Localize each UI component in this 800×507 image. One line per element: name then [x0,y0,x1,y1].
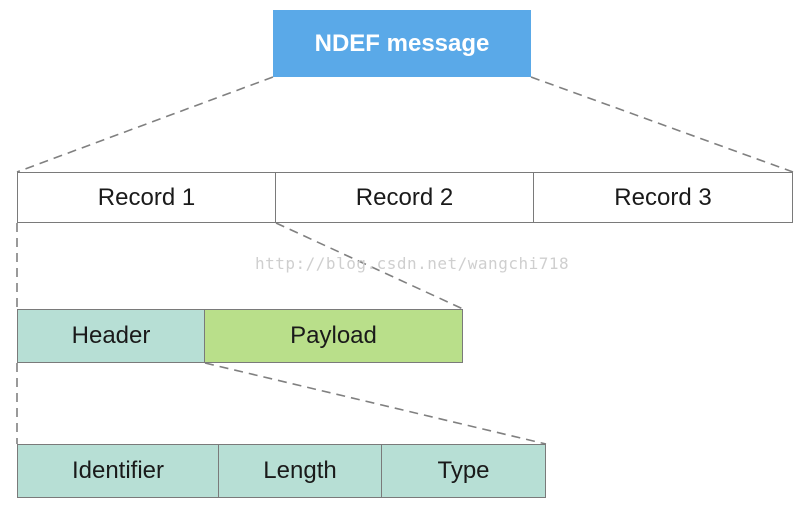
ndef-message-label: NDEF message [314,29,490,57]
type-field-box: Type [381,444,546,498]
record-1-box: Record 1 [17,172,276,223]
ndef-message-box: NDEF message [273,10,531,77]
record-3-box: Record 3 [533,172,793,223]
length-field-box: Length [218,444,382,498]
identifier-label: Identifier [71,457,165,484]
length-label: Length [263,457,337,484]
record-2-label: Record 2 [355,183,454,211]
type-label: Type [437,457,490,484]
identifier-field-box: Identifier [17,444,219,498]
record-1-label: Record 1 [97,183,196,211]
watermark-text: http://blog.csdn.net/wangchi718 [255,254,570,273]
payload-box: Payload [204,309,463,363]
message-to-records-left-connector [16,76,274,173]
message-to-records-right-connector [530,76,794,173]
payload-label: Payload [290,322,377,349]
record-3-label: Record 3 [614,183,712,211]
header-box: Header [17,309,205,363]
header-to-fields-right-connector [204,362,547,445]
record1-to-parts-right-connector [275,222,464,310]
record-2-box: Record 2 [275,172,534,223]
header-label: Header [71,322,151,349]
